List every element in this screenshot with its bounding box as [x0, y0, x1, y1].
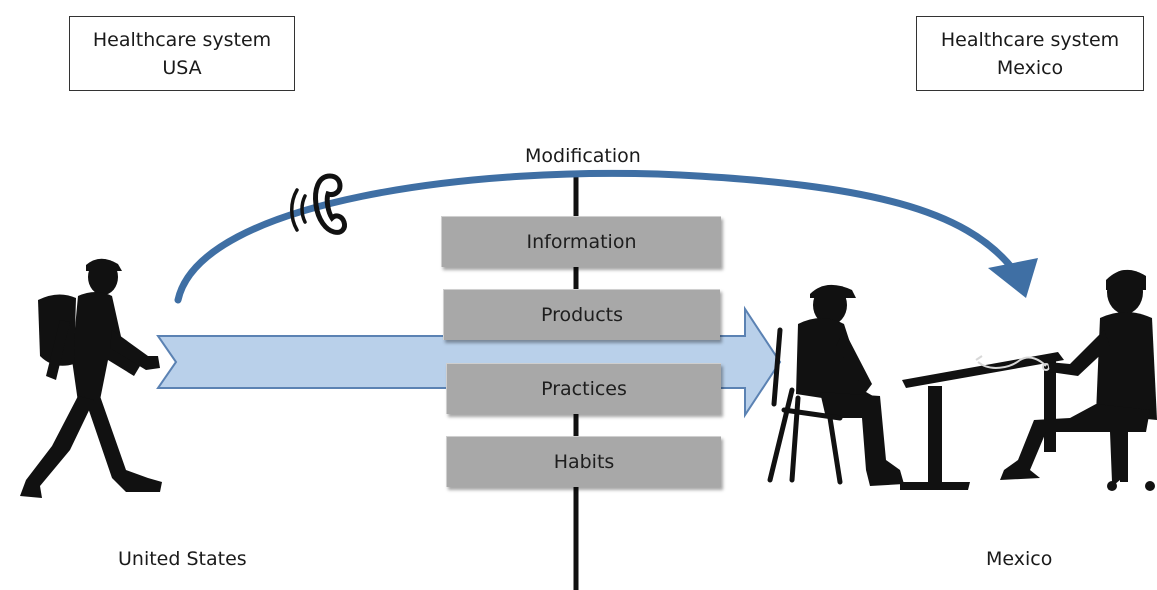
- stethoscope-icon: [975, 355, 1050, 371]
- migration-arrow: [156, 305, 782, 419]
- phone-icon: [290, 173, 347, 235]
- chair-icon: [767, 327, 843, 485]
- united-states-label: United States: [118, 548, 247, 570]
- doctor-icon: [1000, 269, 1157, 491]
- seated-patient-icon: [796, 284, 904, 486]
- healthcare-system-usa-line1: Healthcare system: [92, 29, 272, 51]
- walking-person-icon: [20, 258, 162, 498]
- healthcare-system-usa-line2: USA: [162, 57, 202, 79]
- healthcare-system-mexico-line2: Mexico: [996, 57, 1064, 79]
- communication-arc: [174, 169, 1016, 304]
- desk-icon: [900, 352, 1064, 490]
- healthcare-system-usa-box: Healthcare system USA: [69, 16, 295, 91]
- factor-box-information: Information: [441, 216, 721, 267]
- factor-box-products: Products: [443, 289, 720, 340]
- factor-box-practices: Practices: [446, 363, 721, 414]
- mexico-label: Mexico: [986, 548, 1053, 570]
- healthcare-system-mexico-box: Healthcare system Mexico: [916, 16, 1144, 91]
- healthcare-system-mexico-line1: Healthcare system: [940, 29, 1120, 51]
- factor-box-habits: Habits: [446, 436, 721, 487]
- arc-arrowhead: [988, 258, 1038, 298]
- modification-label: Modification: [525, 145, 641, 167]
